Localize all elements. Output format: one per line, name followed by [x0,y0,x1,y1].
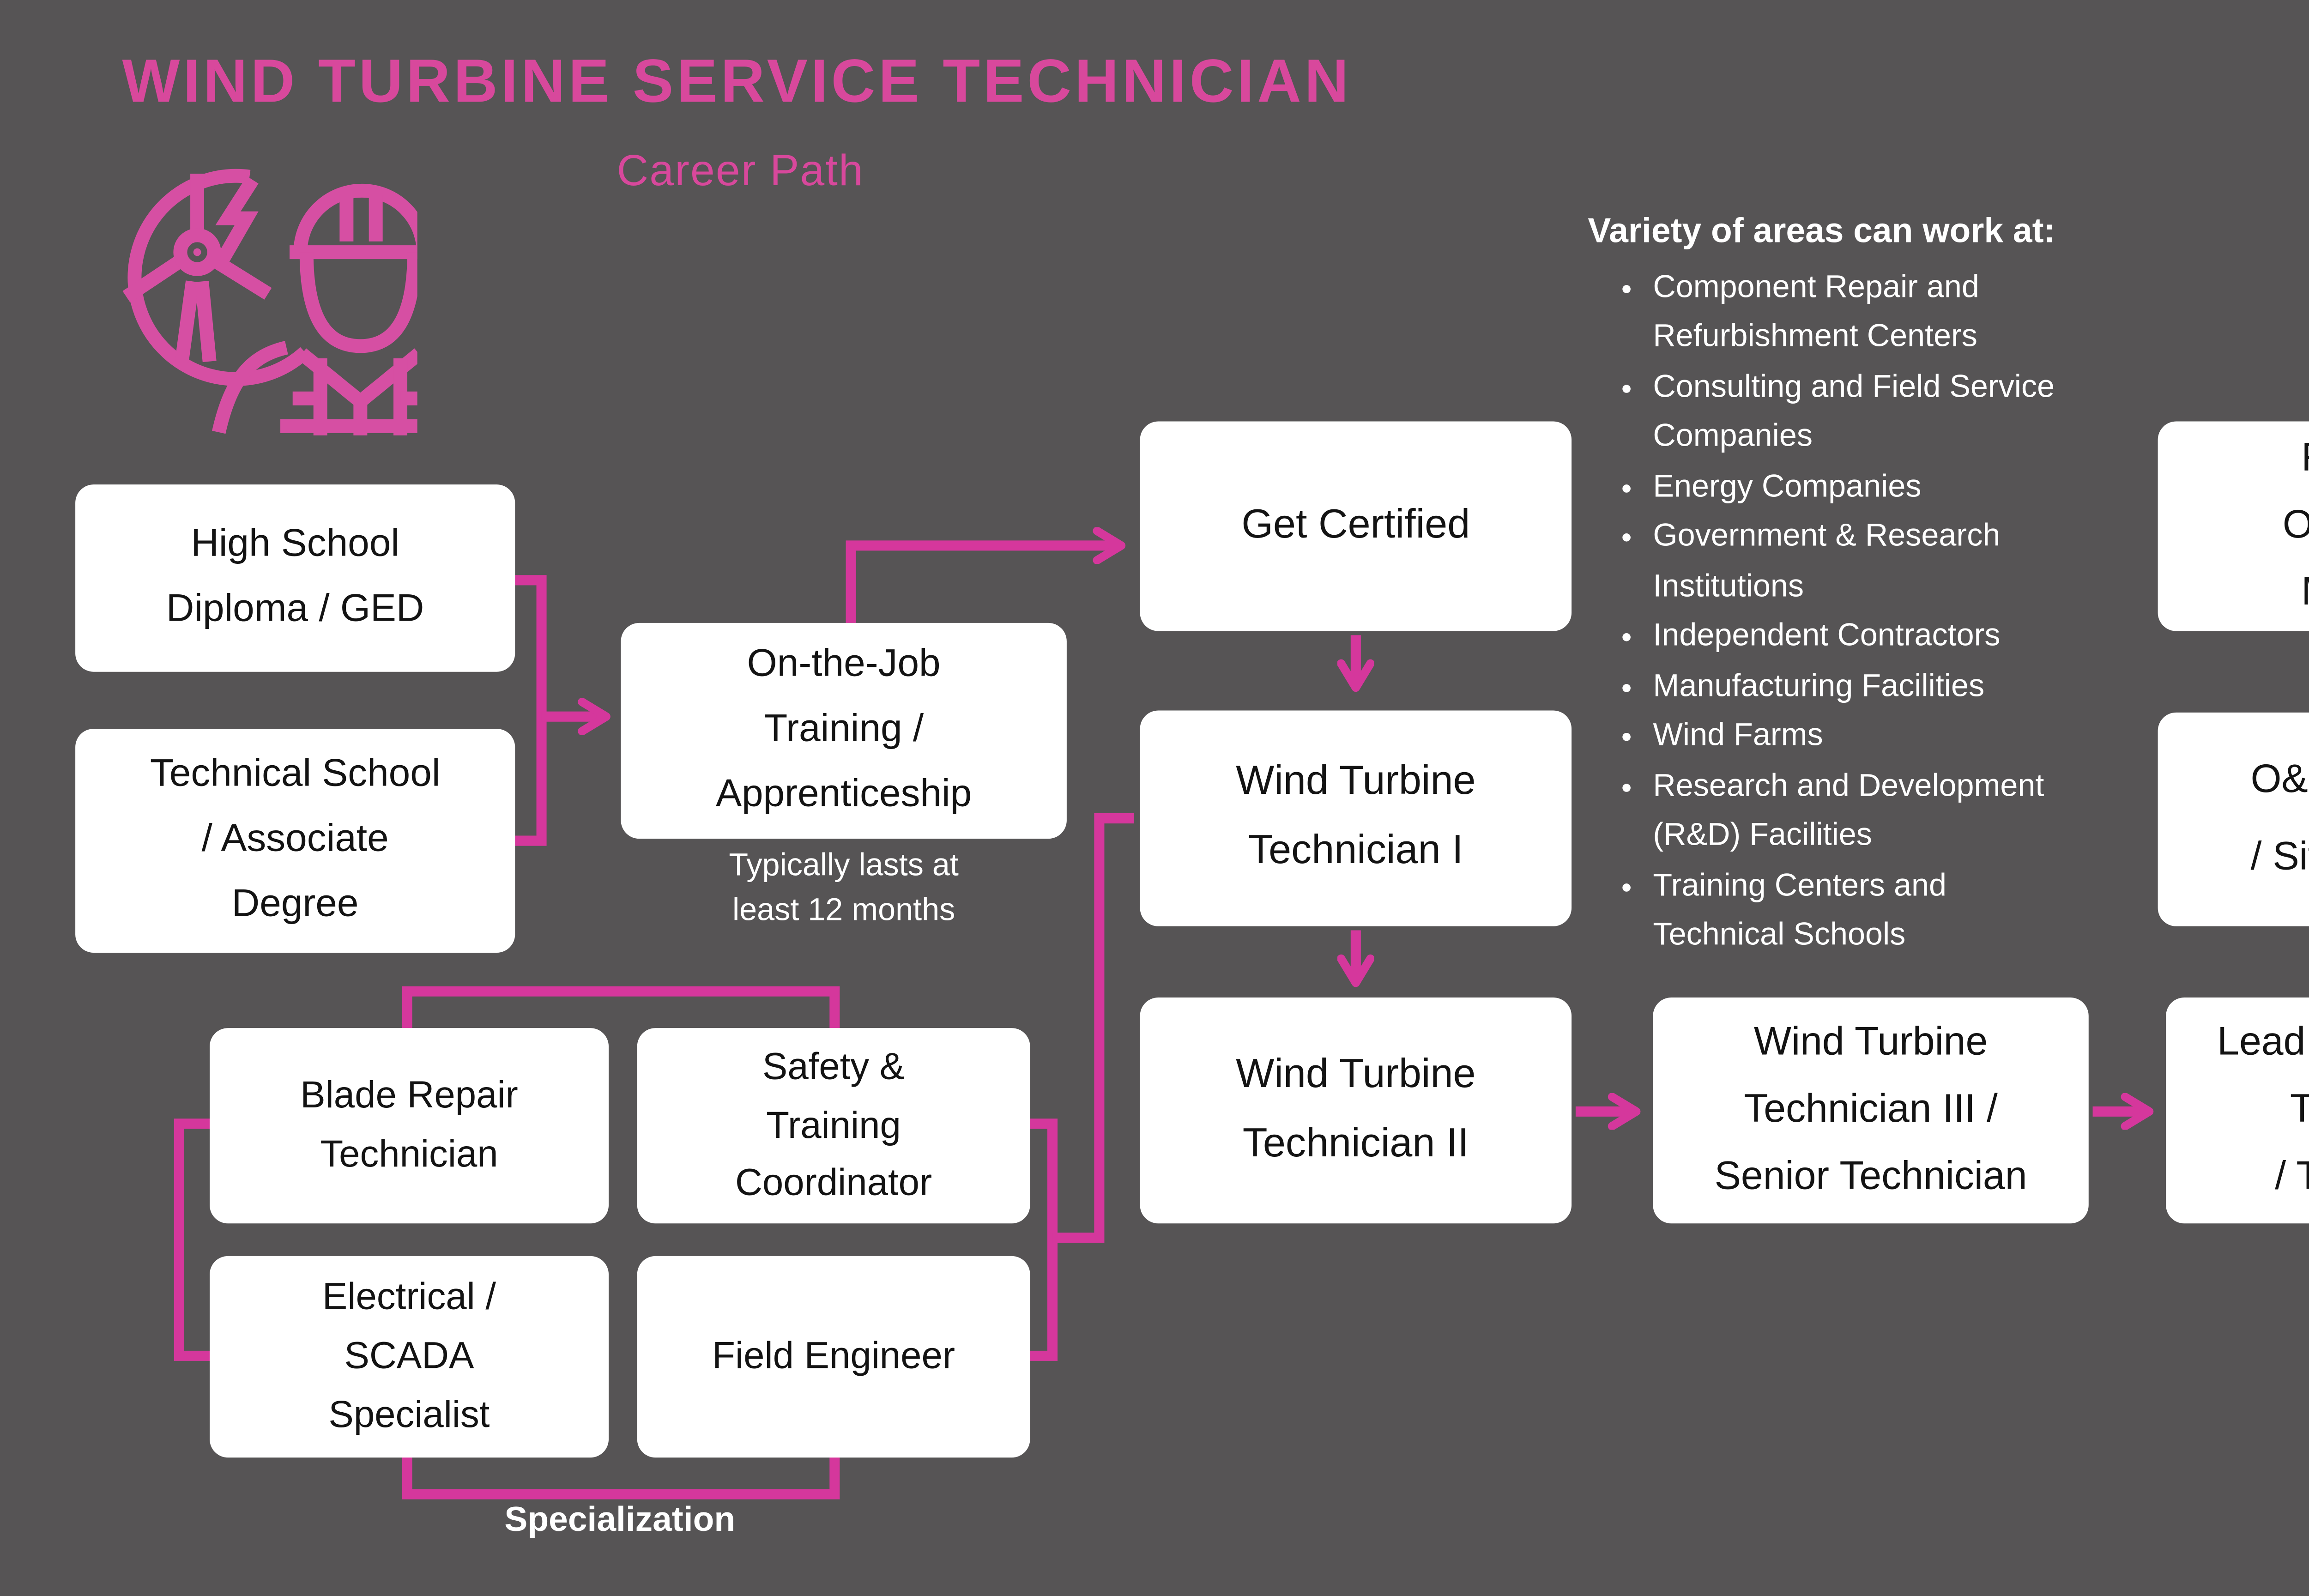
connector-otj-to-certified [846,545,1118,623]
work-area-item: Independent Contractors [1653,614,2218,664]
connector-spec-bottom-bracket [402,1453,840,1499]
hard-hat-dome [293,183,417,253]
node-om-manager: O&M Manager / Site Manager [2158,712,2309,926]
node-safety-training-coordinator: Safety & Training Coordinator [637,1028,1030,1224]
work-areas-heading: Variety of areas can work at: [1588,212,2055,251]
specialization-label: Specialization [504,1500,736,1539]
lightning-bolt-icon [215,176,259,262]
face-outline [299,252,417,353]
node-regional-operations-manager: Regional Operations Manager [2158,421,2309,631]
turbine-pole-left [175,280,199,363]
node-field-engineer: Field Engineer [637,1256,1030,1458]
node-electrical-scada-specialist: Electrical / SCADA Specialist [210,1256,609,1458]
turbine-hub-dot [193,248,201,256]
connector-spec-right-bracket [1028,1118,1058,1361]
work-area-item: Government & Research Institutions [1653,514,2218,614]
turbine-blade-left [122,254,186,303]
turbine-pole-right [195,280,217,363]
node-label: Lead Wind Turbine Technician / Team Lead [2217,1021,2309,1199]
node-blade-repair-technician: Blade Repair Technician [210,1028,609,1224]
node-label: High School Diploma / GED [166,523,424,631]
node-high-school: High School Diploma / GED [75,484,515,672]
connector-spec-top-bracket [402,986,840,1030]
turbine-blade-right [207,252,272,300]
turbine-hub [173,228,221,276]
node-technician-2: Wind Turbine Technician II [1140,997,1572,1224]
left-shoulder [212,341,288,434]
connector-spec-left-bracket [174,1118,212,1361]
node-label: On-the-Job Training / Apprenticeship [716,643,972,816]
otj-duration-note: Typically lasts at least 12 months [729,849,959,930]
node-get-certified: Get Certified [1140,421,1572,631]
node-label: Wind Turbine Technician II [1236,1052,1476,1166]
node-technician-3: Wind Turbine Technician III / Senior Tec… [1653,997,2089,1224]
node-label: Safety & Training Coordinator [735,1044,932,1204]
page-subtitle: Career Path [617,146,864,196]
node-label: O&M Manager / Site Manager [2250,758,2309,879]
work-area-item: Component Repair and Refurbishment Cente… [1653,265,2218,364]
work-area-item: Energy Companies [1653,464,2218,514]
work-area-item: Wind Farms [1653,713,2218,763]
work-area-item: Consulting and Field Service Companies [1653,364,2218,464]
node-label: Electrical / SCADA Specialist [322,1275,496,1435]
work-area-item: Manufacturing Facilities [1653,664,2218,713]
node-label: Blade Repair Technician [300,1073,518,1175]
node-on-the-job-training: On-the-Job Training / Apprenticeship [621,623,1067,839]
page-title: WIND TURBINE SERVICE TECHNICIAN [122,48,1352,116]
node-label: Wind Turbine Technician III / Senior Tec… [1714,1021,2027,1199]
node-technical-school: Technical School / Associate Degree [75,729,515,953]
connector-education-bracket [515,575,547,846]
node-technician-1: Wind Turbine Technician I [1140,710,1572,926]
node-label: Field Engineer [712,1334,955,1377]
node-label: Wind Turbine Technician I [1236,760,1476,874]
work-area-item: Research and Development (R&D) Facilitie… [1653,763,2218,863]
node-label: Get Certified [1241,502,1470,547]
node-label: Regional Operations Manager [2283,426,2309,626]
work-areas-section: Variety of areas can work at: Component … [1588,212,2219,962]
work-area-item: Training Centers and Technical Schools [1653,863,2218,962]
wind-turbine-technician-icon [122,169,417,435]
work-areas-list: Component Repair and Refurbishment Cente… [1588,265,2219,962]
node-lead-technician: Lead Wind Turbine Technician / Team Lead [2166,997,2309,1224]
node-label: Technical School / Associate Degree [150,753,441,926]
